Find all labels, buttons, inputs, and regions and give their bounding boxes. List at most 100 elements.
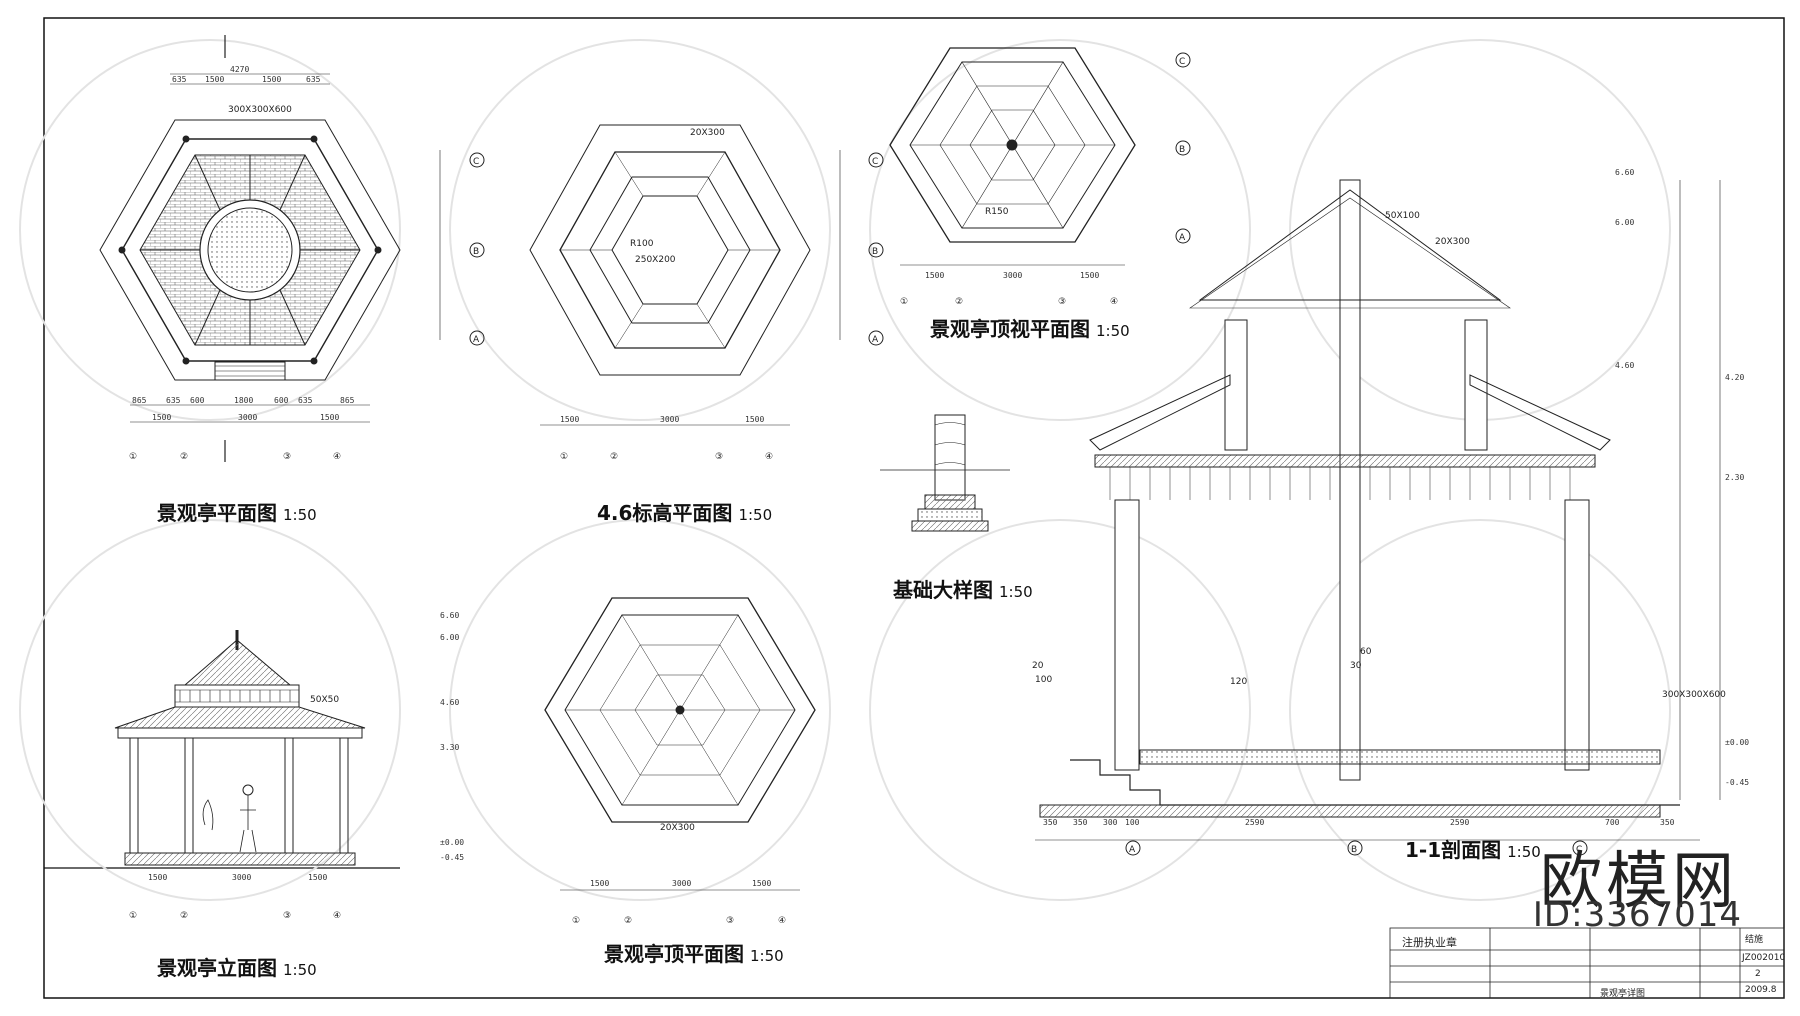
svg-text:100: 100: [1125, 818, 1140, 827]
svg-text:1500: 1500: [745, 415, 764, 424]
roof-view-dims: 1500 3000 1500: [925, 271, 1099, 280]
foundation-detail: [880, 414, 1010, 532]
svg-text:2590: 2590: [1450, 818, 1469, 827]
svg-text:20: 20: [1032, 661, 1044, 671]
svg-text:865: 865: [340, 396, 355, 405]
svg-text:30: 30: [1350, 661, 1362, 671]
svg-text:④: ④: [333, 452, 341, 462]
titleblock-date: 2009.8: [1745, 985, 1777, 995]
l46-seg-note: 250X200: [635, 255, 676, 265]
svg-text:6.60: 6.60: [1615, 168, 1634, 177]
svg-text:-0.45: -0.45: [440, 853, 464, 862]
elev-grid-numbers: ① ② ③ ④: [129, 911, 341, 921]
svg-text:1500: 1500: [320, 413, 339, 422]
section-bottom-dims: 350 350 300 100 2590 2590 700 350: [1043, 818, 1675, 827]
pavilion-elevation: [114, 630, 366, 866]
elev-levels: 6.60 6.00 4.60 3.30 ±0.00 -0.45: [440, 611, 464, 862]
svg-text:1500: 1500: [205, 75, 224, 84]
svg-text:②: ②: [624, 916, 632, 926]
svg-text:2590: 2590: [1245, 818, 1264, 827]
elev-bottom-dims: 1500 3000 1500: [148, 873, 327, 882]
svg-text:4.20: 4.20: [1725, 373, 1744, 382]
section-1-1: [1035, 179, 1721, 841]
svg-text:C: C: [872, 157, 878, 167]
titleblock-code: JZ002010: [1742, 953, 1786, 963]
plan-grid-letters: [469, 152, 485, 346]
svg-text:-0.45: -0.45: [1725, 778, 1749, 787]
paving-note: 300X300X600: [228, 105, 292, 115]
svg-text:1500: 1500: [560, 415, 579, 424]
watermark-logo: 欧模网: [1539, 844, 1738, 917]
svg-text:4.60: 4.60: [1615, 361, 1634, 370]
svg-text:6.00: 6.00: [440, 633, 459, 642]
svg-text:±0.00: ±0.00: [1725, 738, 1749, 747]
svg-text:③: ③: [726, 916, 734, 926]
svg-text:①: ①: [129, 452, 137, 462]
svg-text:100: 100: [1035, 675, 1052, 685]
svg-text:1500: 1500: [152, 413, 171, 422]
svg-text:635: 635: [172, 75, 187, 84]
svg-text:6.60: 6.60: [440, 611, 459, 620]
svg-text:1500: 1500: [752, 879, 771, 888]
svg-text:③: ③: [283, 452, 291, 462]
svg-text:350: 350: [1660, 818, 1675, 827]
svg-text:3000: 3000: [660, 415, 679, 424]
svg-text:C: C: [1179, 57, 1185, 67]
plan-grid-letter-text: C B A: [473, 157, 480, 345]
svg-text:B: B: [1179, 145, 1185, 155]
roof-plan-beam-note: 20X300: [660, 823, 695, 833]
l46-grid-letter-text: C B A: [872, 157, 879, 345]
roof-radius-note: R150: [985, 207, 1009, 217]
roof-view-grid-numbers: ① ② ③ ④: [900, 297, 1118, 307]
svg-text:①: ①: [560, 452, 568, 462]
svg-text:A: A: [872, 335, 879, 345]
svg-text:1500: 1500: [148, 873, 167, 882]
svg-text:④: ④: [778, 916, 786, 926]
svg-text:A: A: [1129, 845, 1136, 855]
svg-text:4.60: 4.60: [440, 698, 459, 707]
svg-text:②: ②: [955, 297, 963, 307]
svg-text:600: 600: [274, 396, 289, 405]
l46-grid-letters: [868, 152, 884, 346]
svg-text:②: ②: [610, 452, 618, 462]
svg-text:③: ③: [1058, 297, 1066, 307]
plan-total-dim: 4270: [230, 65, 249, 74]
svg-text:B: B: [872, 247, 878, 257]
svg-text:④: ④: [765, 452, 773, 462]
svg-text:1500: 1500: [1080, 271, 1099, 280]
elev-beam-note: 50X50: [310, 695, 339, 705]
titleblock-page: 2: [1755, 969, 1761, 979]
roof-view-grid-letters: [1175, 52, 1191, 244]
svg-text:③: ③: [715, 452, 723, 462]
svg-text:③: ③: [283, 911, 291, 921]
svg-text:±0.00: ±0.00: [440, 838, 464, 847]
svg-text:B: B: [473, 247, 479, 257]
section-levels: 6.60 6.00 4.60 4.20 2.30 ±0.00 -0.45: [1615, 168, 1749, 787]
watermark-id: ID:3367014: [1532, 895, 1742, 935]
titleblock-sheet: 景观亭详图: [1600, 989, 1646, 999]
svg-text:350: 350: [1043, 818, 1058, 827]
l46-beam-note: 20X300: [690, 128, 725, 138]
roof-view-grid-letter-text: C B A: [1179, 57, 1186, 243]
section-grid-letter-text: A B C: [1129, 845, 1582, 855]
svg-text:①: ①: [900, 297, 908, 307]
svg-text:350: 350: [1073, 818, 1088, 827]
roof-plan-grid-numbers: ① ② ③ ④: [572, 916, 786, 926]
svg-text:865: 865: [132, 396, 147, 405]
svg-text:A: A: [1179, 233, 1186, 243]
svg-text:1500: 1500: [262, 75, 281, 84]
level-46-plan: [529, 124, 841, 426]
section-grid-letters: [1125, 840, 1588, 856]
section-beam-a: 50X100: [1385, 211, 1420, 221]
svg-text:④: ④: [1110, 297, 1118, 307]
roof-plan: [544, 597, 816, 891]
roof-plan-dims: 1500 3000 1500: [590, 879, 771, 888]
titleblock-grade: 结施: [1745, 935, 1764, 945]
svg-text:A: A: [473, 335, 480, 345]
svg-text:①: ①: [572, 916, 580, 926]
watermark-rings: [19, 39, 1671, 901]
